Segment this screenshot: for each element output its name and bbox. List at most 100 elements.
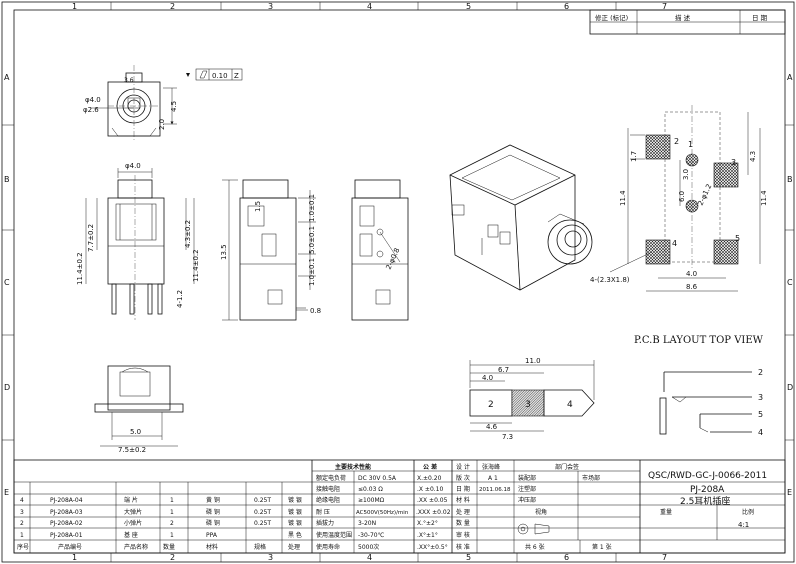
- title-block-identity: QSC/RWD-GC-J-0066-2011 PJ-208A 2.5耳机插座: [648, 471, 767, 507]
- col-label-bottom: 6: [564, 553, 569, 562]
- bom-qty: 1: [170, 497, 174, 504]
- dim-8-6: 8.6: [686, 283, 698, 291]
- bom-finish: 黑 色: [288, 531, 302, 539]
- dept-assembly: 装配部: [518, 474, 536, 482]
- role: 审 核: [456, 531, 470, 539]
- spec-label: 额定电负荷: [316, 474, 346, 482]
- dim-2-phi-1-2: 2-φ1.2: [697, 183, 714, 207]
- role: 日 期: [456, 485, 470, 493]
- role-header: 设 计: [456, 463, 470, 471]
- scale-value: 4:1: [738, 521, 749, 529]
- bom-part-code: PJ-208A-03: [50, 509, 83, 516]
- bom-material: PPA: [206, 532, 218, 539]
- dim-5-0: 5.0±0.1: [308, 226, 316, 254]
- revision-header-date: 日 期: [752, 14, 768, 22]
- bom-qty: 2: [170, 520, 174, 527]
- bom-material: 磷 铜: [206, 519, 220, 527]
- pcb-pad-2: [645, 134, 671, 160]
- dim-6-0: 6.0: [678, 191, 686, 202]
- spec-value: ≥100MΩ: [358, 497, 385, 504]
- bom-finish: 镀 银: [288, 519, 302, 527]
- part-name: 2.5耳机插座: [680, 495, 730, 507]
- flatness-datum: Z: [234, 72, 239, 80]
- row-label-right: A: [787, 73, 793, 82]
- bom-part-code: PJ-208A-04: [50, 497, 83, 504]
- col-label-bottom: 2: [170, 553, 175, 562]
- bom-part-code: PJ-208A-02: [50, 520, 83, 527]
- spec-value: ≤0.03 Ω: [358, 486, 383, 493]
- schematic-pin-4: 4: [758, 428, 763, 437]
- dim-11-0: 11.0: [525, 357, 541, 365]
- col-label-bottom: 7: [662, 553, 667, 562]
- dim-pad-size: 4-(2.3X1.8): [590, 276, 630, 284]
- bom-part-name: 小弹片: [124, 519, 142, 527]
- weight-label: 重量: [660, 508, 672, 516]
- dept-market: 市场部: [582, 474, 600, 482]
- plug-segment-2: 2: [488, 400, 494, 410]
- bom-row-no: 1: [20, 532, 24, 539]
- bom-finish: 镀 银: [288, 508, 302, 516]
- sheet-number: 第 1 张: [592, 543, 612, 551]
- dim-13-5: 13.5: [220, 244, 228, 260]
- dim-4-0-pcb: 4.0: [686, 270, 697, 278]
- dim-5-0-bottom: 5.0: [130, 428, 141, 436]
- role-value: A 1: [488, 475, 498, 482]
- role: 版 次: [456, 474, 470, 482]
- bom-part-name: 大弹片: [124, 508, 142, 516]
- schematic-pin-5: 5: [758, 410, 763, 419]
- dim-0-8: 0.8: [310, 307, 321, 315]
- col-label: 7: [662, 2, 667, 11]
- bom-part-name: 端 片: [124, 496, 138, 504]
- flatness-value: 0.10: [212, 72, 228, 80]
- dim-phi-4-side: φ4.0: [125, 162, 141, 170]
- row-label-right: D: [787, 383, 793, 392]
- dim-phi-4: φ4.0: [85, 96, 101, 104]
- spec-label: 使用温度范围: [316, 531, 352, 539]
- revision-header-mark: 修正 (标记): [595, 13, 628, 22]
- revision-header-desc: 描 述: [675, 13, 691, 22]
- bom-header-spec: 规格: [254, 543, 266, 551]
- dim-phi-2-6: φ2.6: [83, 106, 99, 114]
- col-label-bottom: 4: [367, 553, 372, 562]
- pad-label-5: 5: [735, 234, 740, 243]
- title-block-text: 主要技术性能 额定电负荷 DC 30V 0.5A 接触电阻 ≤0.03 Ω 绝缘…: [17, 463, 754, 551]
- schematic-pin-2: 2: [758, 368, 763, 377]
- bom-spec: 0.25T: [254, 520, 271, 527]
- row-label: A: [4, 73, 10, 82]
- bom-header-name: 产品名称: [124, 543, 148, 551]
- bottom-view: 5.0 7.5±0.2: [94, 365, 184, 454]
- front-view: 0.10 Z φ4.0 φ2.6 4.5 2.0 3.6: [83, 65, 243, 142]
- spec-value: 3-20N: [358, 520, 376, 527]
- dim-11-4-left: 11.4±0.2: [76, 252, 84, 285]
- dim-4-3-pcb: 4.3: [749, 151, 757, 162]
- pcb-pad-5: [713, 239, 739, 265]
- pcb-layout-title: P.C.B LAYOUT TOP VIEW: [634, 335, 764, 346]
- dept-injection: 注塑部: [518, 485, 536, 493]
- bom-row-no: 3: [20, 509, 24, 516]
- bom-material: 黄 铜: [206, 496, 220, 504]
- spec-value: 5000次: [358, 543, 379, 551]
- role: 材 料: [456, 496, 470, 504]
- tolerance: .XX°±0.5°: [417, 544, 448, 551]
- dim-11-4-pcb-right: 11.4: [760, 190, 768, 206]
- spec-label: 耐 压: [316, 508, 330, 516]
- bom-qty: 1: [170, 509, 174, 516]
- dim-1-7: 1.7: [630, 151, 638, 162]
- dim-11-4-right: 11.4±0.2: [192, 249, 200, 282]
- dim-4-0-plug: 4.0: [482, 374, 493, 382]
- sheets-total: 共 6 张: [525, 543, 545, 551]
- dim-4-6: 4.6: [486, 423, 498, 431]
- col-label: 4: [367, 2, 372, 11]
- row-label-right: E: [787, 488, 792, 497]
- scale-label: 比例: [742, 508, 754, 516]
- dim-7-3: 7.3: [502, 433, 513, 441]
- tolerance: X.±0.20: [417, 475, 442, 482]
- dim-1-0-bot: 1.0±0.1: [308, 258, 316, 286]
- bom-header-code: 产品编号: [58, 543, 82, 551]
- col-label: 2: [170, 2, 175, 11]
- row-label-right: C: [787, 278, 793, 287]
- title-block: [13, 459, 786, 554]
- isometric-view: [449, 144, 593, 291]
- designer-name: 张海峰: [482, 463, 500, 471]
